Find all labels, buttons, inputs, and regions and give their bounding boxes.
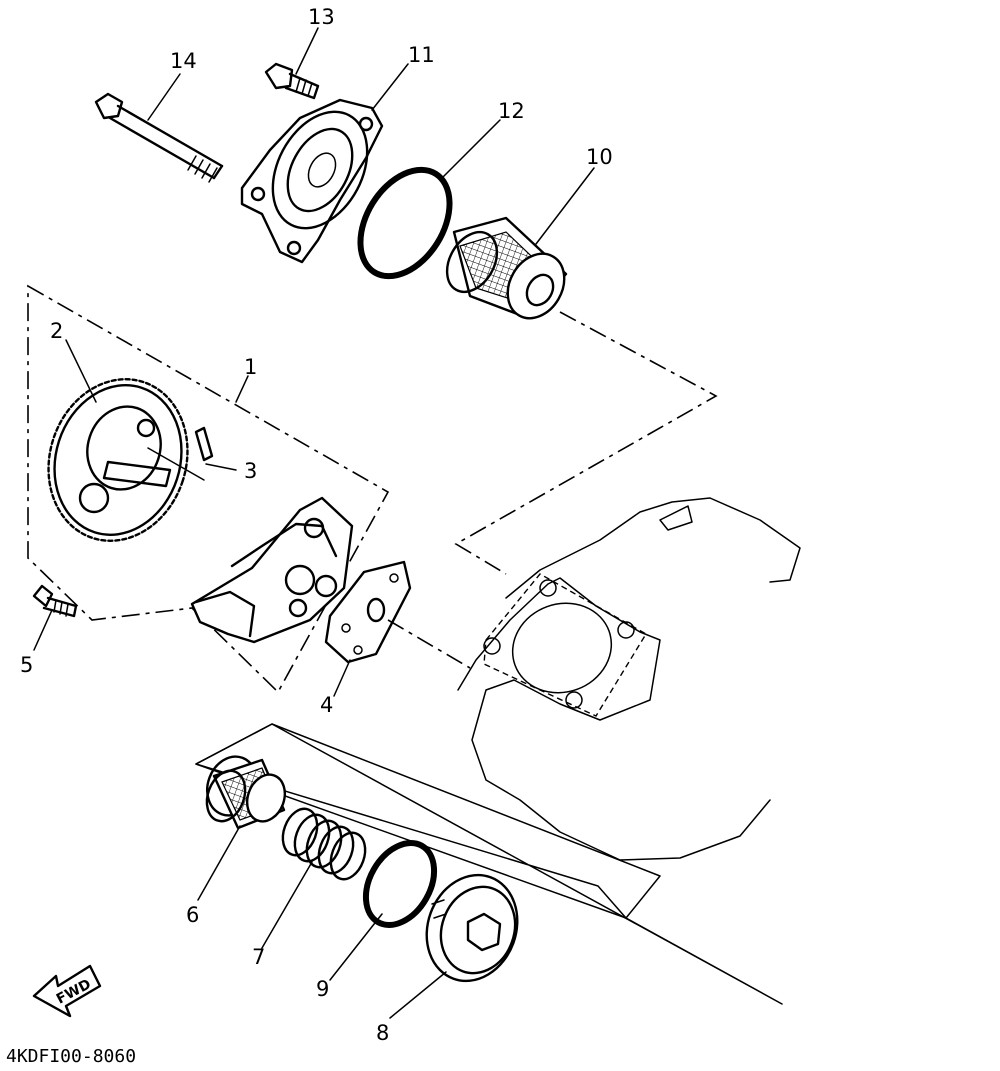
callout-11: 11 <box>408 43 435 67</box>
strainer-group-box <box>195 723 661 919</box>
filter-o-ring <box>357 166 453 280</box>
oil-pump-gasket <box>324 560 412 664</box>
callout-10: 10 <box>586 145 613 169</box>
pan-head-screw <box>32 584 78 618</box>
callout-13: 13 <box>308 5 335 29</box>
drawing-code: 4KDFI00-8060 <box>6 1046 136 1067</box>
oil-pump-drive-gear <box>47 378 189 542</box>
long-bolt <box>94 92 224 183</box>
callout-3: 3 <box>244 459 257 483</box>
callout-9: 9 <box>316 977 329 1001</box>
callout-7: 7 <box>252 945 265 969</box>
forward-direction-arrow-icon: FWD <box>32 964 102 1018</box>
callout-8: 8 <box>376 1021 389 1045</box>
callout-5: 5 <box>20 653 33 677</box>
filter-cover <box>240 98 384 264</box>
drain-plug <box>425 873 519 983</box>
crankcase-outline <box>457 497 801 861</box>
leader-lines <box>33 27 718 1019</box>
compression-spring <box>281 807 367 881</box>
callout-6: 6 <box>186 903 199 927</box>
callout-14: 14 <box>170 49 197 73</box>
callout-2: 2 <box>50 319 63 343</box>
callout-1: 1 <box>244 355 257 379</box>
callout-12: 12 <box>498 99 525 123</box>
oil-filter-element <box>445 216 568 320</box>
callout-4: 4 <box>320 693 333 717</box>
callout-numbers: 14 13 11 12 10 1 2 3 5 4 6 7 9 8 <box>20 5 613 1045</box>
dowel-pin <box>194 426 214 462</box>
oil-strainer <box>205 755 287 830</box>
oil-pump-assembly-outline <box>27 284 390 694</box>
drain-plug-o-ring <box>362 840 438 928</box>
oil-pump-body <box>190 496 354 644</box>
short-bolt <box>264 62 320 100</box>
